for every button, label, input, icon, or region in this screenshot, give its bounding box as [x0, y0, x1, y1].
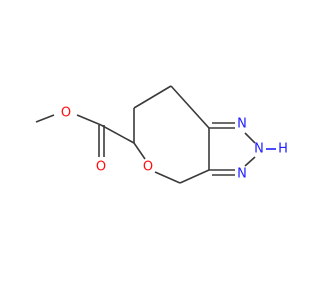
atom-ring-oxygen: O	[143, 160, 153, 175]
bond-n2-n3	[244, 156, 256, 167]
atom-methoxy-oxygen: O	[61, 106, 71, 121]
atom-carbonyl-oxygen: O	[96, 160, 106, 175]
bond-c8-c8a	[170, 85, 210, 129]
molecule-structure-diagram: O O O N N H N	[35, 85, 288, 184]
atom-nitrogen-3: N	[237, 167, 247, 182]
atom-nitrogen-2: N	[254, 142, 264, 157]
bond-methoxy-o-carbonyl-c	[76, 114, 102, 126]
bond-ring-o-c4	[154, 171, 181, 184]
bond-lines	[35, 85, 256, 184]
atom-nitrogen-1: N	[237, 117, 247, 132]
atom-labels: O O O N N H N	[61, 106, 288, 182]
bond-c7-c8	[133, 85, 172, 109]
bond-n1-n2	[244, 132, 256, 144]
bond-c6-ring-o	[133, 142, 146, 160]
bond-carbonyl-c-ring-c	[100, 124, 135, 144]
atom-hydrogen-on-n2: H	[278, 142, 288, 157]
bond-methyl-methoxy-o	[35, 114, 55, 123]
bond-c4-c3a	[179, 169, 210, 184]
